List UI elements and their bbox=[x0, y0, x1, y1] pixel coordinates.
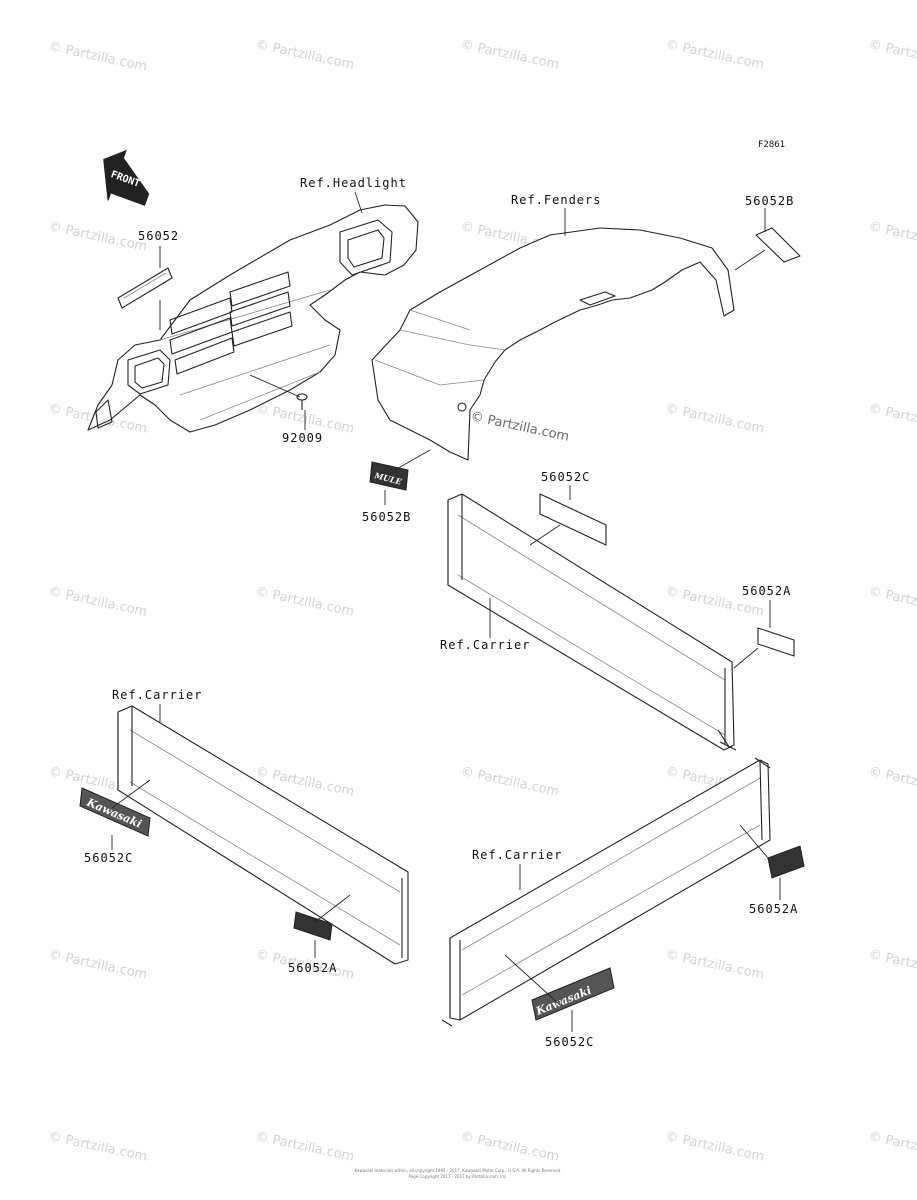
watermark: © Partzilla.com bbox=[867, 1129, 917, 1165]
label-56052C-bottom: 56052C bbox=[545, 1035, 594, 1049]
decal-56052A-lowright bbox=[767, 845, 805, 879]
watermark: © Partzilla.com bbox=[867, 584, 917, 620]
decal-56052C-top bbox=[539, 493, 607, 546]
watermark: © Partzilla.com bbox=[459, 764, 560, 800]
watermark: © Partzilla.com bbox=[867, 947, 917, 983]
label-56052-top: 56052 bbox=[138, 229, 179, 243]
decal-56052B-right bbox=[755, 227, 801, 263]
label-56052C-top: 56052C bbox=[541, 470, 590, 484]
decal-56052 bbox=[117, 267, 173, 309]
label-92009: 92009 bbox=[282, 431, 323, 445]
watermark: © Partzilla.com bbox=[664, 1129, 765, 1165]
label-ref-fenders: Ref.Fenders bbox=[511, 193, 601, 207]
label-56052B-right: 56052B bbox=[745, 194, 794, 208]
watermark: © Partzilla.com bbox=[47, 584, 148, 620]
watermark: © Partzilla.com bbox=[47, 39, 148, 75]
right-headlight-bezel bbox=[339, 219, 393, 276]
rear-fenders-part bbox=[371, 227, 735, 461]
label-56052A-right: 56052A bbox=[742, 584, 791, 598]
watermark: © Partzilla.com bbox=[47, 947, 148, 983]
decal-56052C-bottom: Kawasaki bbox=[531, 967, 615, 1021]
grille-slats bbox=[169, 271, 293, 375]
carrier-panel-right-middle bbox=[447, 493, 737, 751]
label-56052C-left: 56052C bbox=[84, 851, 133, 865]
watermark: © Partzilla.com bbox=[47, 219, 148, 255]
leader-lines bbox=[111, 191, 781, 1032]
label-56052A-left: 56052A bbox=[288, 961, 337, 975]
label-ref-carrier-3: Ref.Carrier bbox=[472, 848, 562, 862]
watermark: © Partzilla.com bbox=[664, 37, 765, 73]
carrier-panel-right-lower bbox=[441, 757, 771, 1027]
footer-copyright-line1: Kawasaki materials within, all copyright… bbox=[355, 1168, 562, 1173]
watermark: © Partzilla.com bbox=[867, 219, 917, 255]
watermark: © Partzilla.com bbox=[469, 409, 570, 445]
watermark: © Partzilla.com bbox=[867, 401, 917, 437]
watermark: © Partzilla.com bbox=[459, 1129, 560, 1165]
footer-copyright-line2: Page Copyright 2017 - 2017 by Partzilla.… bbox=[409, 1174, 508, 1179]
front-arrow-icon: FRONT bbox=[103, 149, 150, 206]
decal-56052B-mid: MULE bbox=[369, 461, 409, 491]
label-ref-carrier-2: Ref.Carrier bbox=[112, 688, 202, 702]
label-56052A-lowright: 56052A bbox=[749, 902, 798, 916]
watermark: © Partzilla.com bbox=[664, 401, 765, 437]
watermark: © Partzilla.com bbox=[47, 1129, 148, 1165]
watermark: © Partzilla.com bbox=[459, 37, 560, 73]
carrier-panel-left bbox=[117, 705, 409, 965]
figure-code: F2861 bbox=[758, 140, 785, 150]
watermark: © Partzilla.com bbox=[254, 37, 355, 73]
front-grille-part bbox=[87, 204, 419, 433]
label-ref-carrier-1: Ref.Carrier bbox=[440, 638, 530, 652]
decal-56052A-right bbox=[757, 627, 795, 657]
label-ref-headlight: Ref.Headlight bbox=[300, 176, 407, 190]
watermark: © Partzilla.com bbox=[254, 584, 355, 620]
watermark: © Partzilla.com bbox=[867, 37, 917, 73]
label-56052B-mid: 56052B bbox=[362, 510, 411, 524]
watermark: © Partzilla.com bbox=[664, 947, 765, 983]
bolt-92009-icon bbox=[296, 393, 308, 410]
decal-56052A-left bbox=[293, 911, 333, 941]
watermark: © Partzilla.com bbox=[254, 1129, 355, 1165]
watermark: © Partzilla.com bbox=[867, 764, 917, 800]
